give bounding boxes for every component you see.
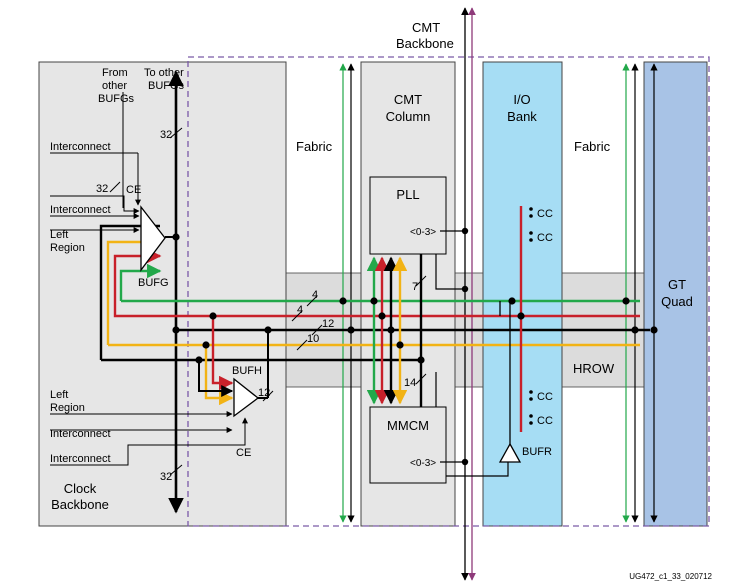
bus-width-14: 14 (404, 377, 416, 389)
bufr-label: BUFR (522, 446, 552, 458)
cmt-column-label-1: CMT (394, 92, 422, 107)
bus-width-10-yellow: 10 (307, 333, 319, 345)
bus-width-4-green: 4 (312, 289, 318, 301)
from-other-bufgs-label-2: other (102, 80, 127, 92)
pll-mmcm-outputs (435, 230, 509, 477)
clock-region-boundary (187, 56, 710, 527)
io-bank-label-1: I/O (513, 92, 530, 107)
pll-label: PLL (396, 187, 419, 202)
bus-slash-marks (109, 127, 427, 476)
interconnect-label-1: Interconnect (50, 141, 111, 153)
clock-backbone-panel (38, 61, 287, 527)
mmcm-range-label: <0-3> (410, 458, 436, 469)
bufh-buffer (233, 377, 260, 418)
fabric-label-right: Fabric (574, 139, 611, 154)
cmt-backbone-label-1: CMT (412, 20, 440, 35)
bus-width-32-top: 32 (160, 129, 172, 141)
cc-label-1: CC (537, 208, 553, 220)
cmt-column-label-2: Column (386, 109, 431, 124)
left-region-label-2b: Region (50, 402, 85, 414)
junction-dots (172, 227, 658, 466)
interconnect-label-3: Interconnect (50, 428, 111, 440)
cc-label-4: CC (537, 415, 553, 427)
to-other-bufgs-label-2: BUFGs (148, 80, 185, 92)
bus-width-4-red: 4 (297, 304, 303, 316)
cmt-vertical-links (366, 254, 423, 407)
gt-quad-label-2: Quad (661, 294, 693, 309)
from-other-bufgs-label-1: From (102, 67, 128, 79)
figure-id-label: UG472_c1_33_020712 (629, 572, 712, 581)
fabric-label-left: Fabric (296, 139, 333, 154)
bus-width-12-bufh: 12 (258, 387, 270, 399)
pll-range-label: <0-3> (410, 227, 436, 238)
to-other-bufgs-label-1: To other (144, 67, 184, 79)
bus-width-12-black: 12 (322, 318, 334, 330)
bufh-ce-label: CE (236, 447, 251, 459)
left-region-label-1a: Left (50, 229, 68, 241)
cc-dot-groups (529, 207, 533, 425)
bufg-ce-label: CE (126, 184, 141, 196)
io-bank-panel (482, 61, 563, 527)
interconnect-label-2: Interconnect (50, 204, 111, 216)
fabric-vertical-arrows (339, 63, 658, 523)
mmcm-label: MMCM (387, 418, 429, 433)
input-wires (50, 92, 248, 466)
left-region-label-2a: Left (50, 389, 68, 401)
bufr-buffer (498, 442, 522, 463)
pll-block (369, 176, 447, 255)
mmcm-block (369, 406, 447, 484)
cmt-backbone-label-2: Backbone (396, 36, 454, 51)
from-other-bufgs-label-3: BUFGs (98, 93, 135, 105)
bus-width-32-ce: 32 (96, 183, 108, 195)
cc-label-3: CC (537, 391, 553, 403)
bufg-label: BUFG (138, 277, 169, 289)
bufh-feeds (198, 316, 269, 406)
bufg-buffer (140, 205, 166, 272)
bufh-label: BUFH (232, 365, 262, 377)
gt-quad-label-1: GT (668, 277, 686, 292)
left-region-label-1b: Region (50, 242, 85, 254)
interconnect-label-4: Interconnect (50, 453, 111, 465)
clock-backbone-label-2: Backbone (51, 497, 109, 512)
cc-label-2: CC (537, 232, 553, 244)
hrow-label: HROW (573, 361, 615, 376)
clock-backbone-label-1: Clock (64, 481, 97, 496)
bus-width-32-bottom: 32 (160, 471, 172, 483)
bus-width-7: 7 (412, 281, 418, 293)
io-bank-label-2: Bank (507, 109, 537, 124)
